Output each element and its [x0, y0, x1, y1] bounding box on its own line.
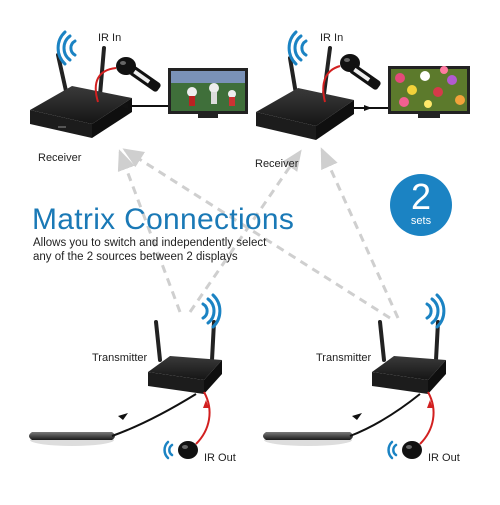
badge-unit: sets [410, 215, 432, 227]
description: Allows you to switch and independently s… [33, 236, 333, 264]
remote-control-icon [129, 66, 161, 92]
description-line-2: any of the 2 sources between 2 displays [33, 251, 238, 263]
badge-number: 2 [410, 176, 432, 217]
tx1-ir-label: IR Out [204, 452, 236, 464]
transmitter-2 [372, 320, 446, 394]
ir-sensor-icon [178, 391, 211, 459]
rx1-ir-label: IR In [98, 32, 122, 44]
ir-sensor-icon [402, 391, 435, 459]
headline: Matrix Connections [32, 203, 295, 236]
wifi-icon [287, 30, 308, 66]
wifi-icon [56, 30, 77, 66]
rx1-label: Receiver [38, 152, 82, 164]
source-player-2 [263, 432, 353, 446]
connection-lines [117, 147, 400, 320]
link-tx1-rx1 [117, 149, 182, 313]
link-tx2-rx1 [122, 148, 391, 320]
rx2-label: Receiver [255, 158, 299, 170]
wifi-icon [425, 293, 446, 329]
link-tx2-rx2 [320, 147, 400, 319]
transmitter-1 [148, 320, 222, 394]
tx2-label: Transmitter [316, 352, 372, 364]
tx1-label: Transmitter [92, 352, 148, 364]
receiver-1 [30, 46, 132, 138]
tv-2 [388, 66, 470, 118]
remote-control-icon [349, 64, 381, 90]
tx2-ir-label: IR Out [428, 452, 460, 464]
sets-badge: 2 sets [390, 174, 452, 236]
source-player-1 [29, 432, 115, 446]
link-tx1-rx2 [188, 149, 302, 313]
wifi-icon [163, 440, 174, 460]
rx2-ir-label: IR In [320, 32, 344, 44]
tv-1 [168, 68, 248, 118]
receiver-2 [256, 46, 354, 140]
wifi-icon [387, 440, 398, 460]
wifi-icon [201, 293, 222, 329]
description-line-1: Allows you to switch and independently s… [33, 237, 267, 249]
